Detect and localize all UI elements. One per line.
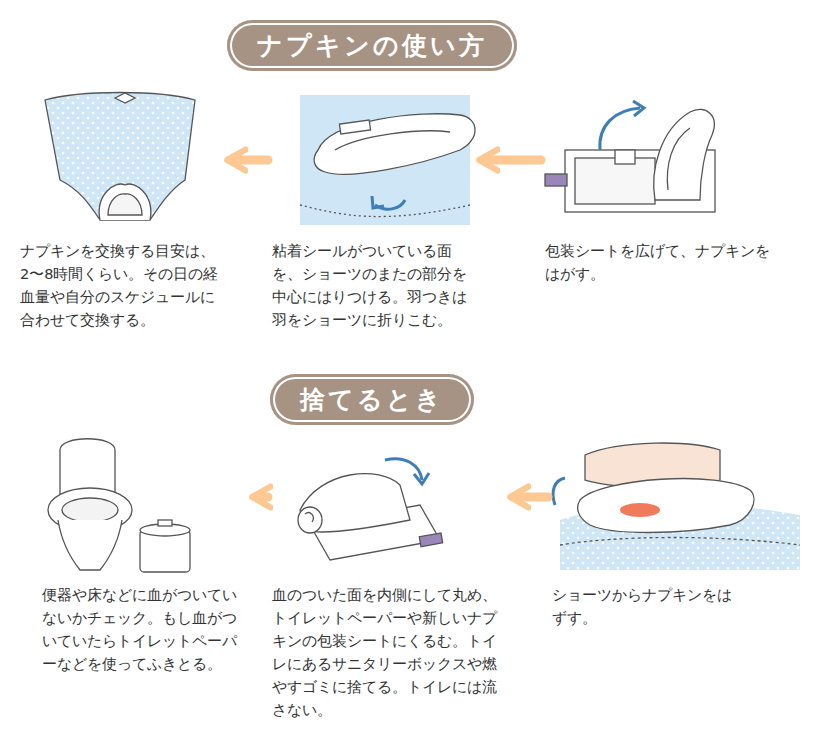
- step-box: 血のついた面を内側にして丸め、トイレットペーパーや新しいナプキンの包装シートにく…: [272, 440, 508, 722]
- step-box: 粘着シールがついている面を、ショーツのまたの部分を中心にはりつける。羽つきは羽を…: [272, 90, 477, 332]
- step-box: 便器や床などに血がついていないかチェック。もし血がついていたらトイレットペーパー…: [42, 440, 250, 676]
- flow-arrow: [235, 156, 268, 165]
- roll-illustration: [298, 459, 443, 560]
- step-box: 包装シートを広げて、ナプキンをはがす。: [545, 90, 770, 286]
- toilet-illustration: [48, 439, 190, 572]
- step-text: ショーツからナプキンをはずす。: [552, 440, 732, 630]
- remove-illustration: [553, 443, 800, 570]
- step-text: 粘着シールがついている面を、ショーツのまたの部分を中心にはりつける。羽つきは羽を…: [272, 90, 477, 332]
- step-text: 便器や床などに血がついていないかチェック。もし血がついていたらトイレットペーパー…: [42, 440, 250, 676]
- flow-arrow: [518, 493, 548, 502]
- step-box: ナプキンを交換する目安は、2〜8時間くらい。その日の経血量や自分のスケジュールに…: [20, 90, 225, 332]
- wrapper-illustration: [545, 101, 715, 212]
- section-heading: 捨てるとき: [270, 374, 474, 425]
- attach-illustration: [300, 95, 475, 225]
- shorts-illustration: [45, 93, 195, 221]
- section-heading: ナプキンの使い方: [227, 20, 517, 71]
- step-text: ナプキンを交換する目安は、2〜8時間くらい。その日の経血量や自分のスケジュールに…: [20, 90, 225, 332]
- flow-arrow: [260, 493, 268, 502]
- step-text: 包装シートを広げて、ナプキンをはがす。: [545, 90, 770, 286]
- heading-text: 捨てるとき: [300, 383, 444, 416]
- flow-arrow: [487, 156, 541, 165]
- heading-text: ナプキンの使い方: [257, 29, 487, 62]
- step-box: ショーツからナプキンをはずす。: [552, 440, 732, 630]
- step-text: 血のついた面を内側にして丸め、トイレットペーパーや新しいナプキンの包装シートにく…: [272, 440, 508, 722]
